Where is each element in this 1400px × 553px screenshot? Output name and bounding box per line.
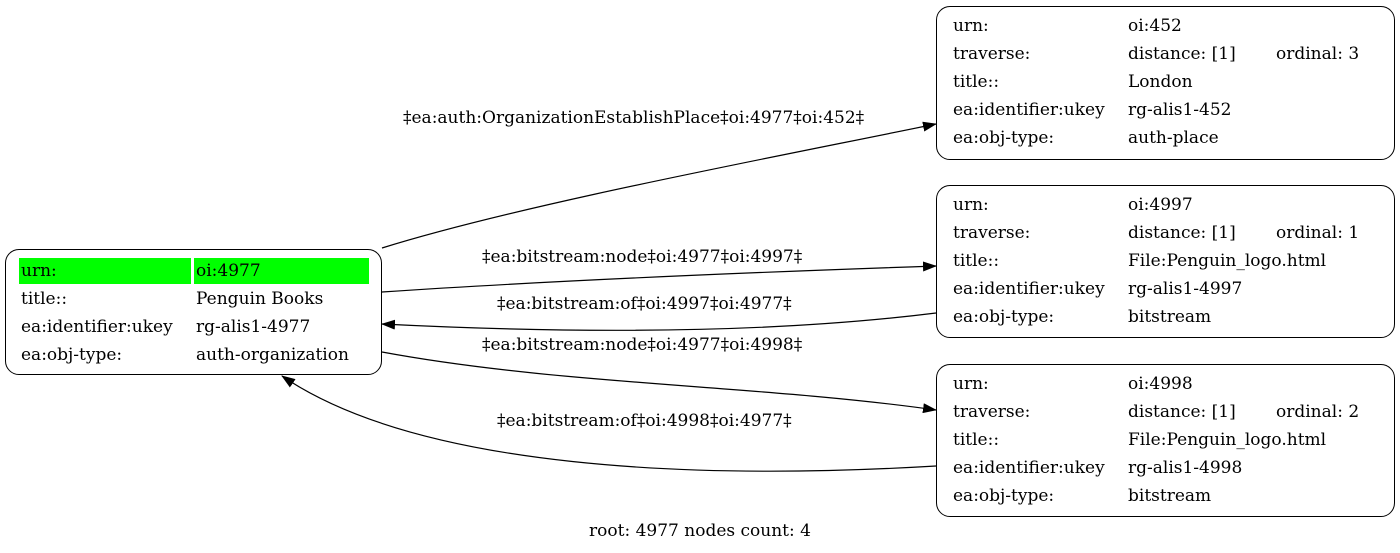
ukey-value: rg-alis1-452 [1128,100,1232,120]
node-card-4997[interactable]: urn: oi:4997 traverse: distance: [1] ord… [936,185,1395,338]
title-value: London [1128,72,1193,92]
edge-label-bitstream-of-4998: ‡ea:bitstream:of‡oi:4998‡oi:4977‡ [497,411,792,431]
urn-key: urn: [953,374,989,394]
title-key: title:: [953,251,1000,271]
traverse-distance: distance: [1] [1128,402,1236,422]
root-node-card[interactable]: urn: oi:4977 title:: Penguin Books ea:id… [5,249,382,375]
edge-label-bitstream-node-4998: ‡ea:bitstream:node‡oi:4977‡oi:4998‡ [482,335,803,355]
title-value: File:Penguin_logo.html [1128,251,1327,271]
ukey-value: rg-alis1-4998 [1128,458,1243,478]
objtype-key: ea:obj-type: [953,128,1055,148]
traverse-key: traverse: [953,402,1031,422]
title-value: File:Penguin_logo.html [1128,430,1327,450]
root-title-key: title:: [21,289,68,309]
root-title-value: Penguin Books [196,289,324,309]
traverse-key: traverse: [953,44,1031,64]
root-objtype-value: auth-organization [196,345,349,365]
edge-bitstream-of-4997 [381,312,937,331]
ukey-key: ea:identifier:ukey [953,100,1105,120]
objtype-key: ea:obj-type: [953,486,1055,506]
traverse-ordinal: ordinal: 3 [1276,44,1360,64]
ukey-key: ea:identifier:ukey [953,279,1105,299]
edge-bitstream-node-4997 [381,261,937,293]
objtype-value: bitstream [1128,486,1212,506]
traverse-ordinal: ordinal: 1 [1276,223,1360,243]
urn-value: oi:452 [1128,16,1182,36]
node-card-4998[interactable]: urn: oi:4998 traverse: distance: [1] ord… [936,364,1395,517]
edge-bitstream-of-4998 [281,375,937,472]
traverse-ordinal: ordinal: 2 [1276,402,1360,422]
edge-bitstream-node-4998 [381,351,937,414]
root-ukey-value: rg-alis1-4977 [196,317,311,337]
traverse-distance: distance: [1] [1128,223,1236,243]
edge-label-establish-place: ‡ea:auth:OrganizationEstablishPlace‡oi:4… [403,108,865,128]
footer-caption: root: 4977 nodes count: 4 [589,521,811,541]
ukey-key: ea:identifier:ukey [953,458,1105,478]
traverse-distance: distance: [1] [1128,44,1236,64]
objtype-value: auth-place [1128,128,1219,148]
root-ukey-key: ea:identifier:ukey [21,317,173,337]
traverse-key: traverse: [953,223,1031,243]
objtype-key: ea:obj-type: [953,307,1055,327]
root-urn-value: oi:4977 [194,258,369,284]
node-card-452[interactable]: urn: oi:452 traverse: distance: [1] ordi… [936,6,1395,160]
edge-establish-place [381,121,937,249]
urn-value: oi:4998 [1128,374,1193,394]
urn-key: urn: [953,16,989,36]
edge-label-bitstream-node-4997: ‡ea:bitstream:node‡oi:4977‡oi:4997‡ [482,247,803,267]
urn-value: oi:4997 [1128,195,1193,215]
title-key: title:: [953,430,1000,450]
edge-label-bitstream-of-4997: ‡ea:bitstream:of‡oi:4997‡oi:4977‡ [497,294,792,314]
root-urn-key: urn: [19,258,191,284]
root-objtype-key: ea:obj-type: [21,345,123,365]
urn-key: urn: [953,195,989,215]
objtype-value: bitstream [1128,307,1212,327]
ukey-value: rg-alis1-4997 [1128,279,1243,299]
title-key: title:: [953,72,1000,92]
